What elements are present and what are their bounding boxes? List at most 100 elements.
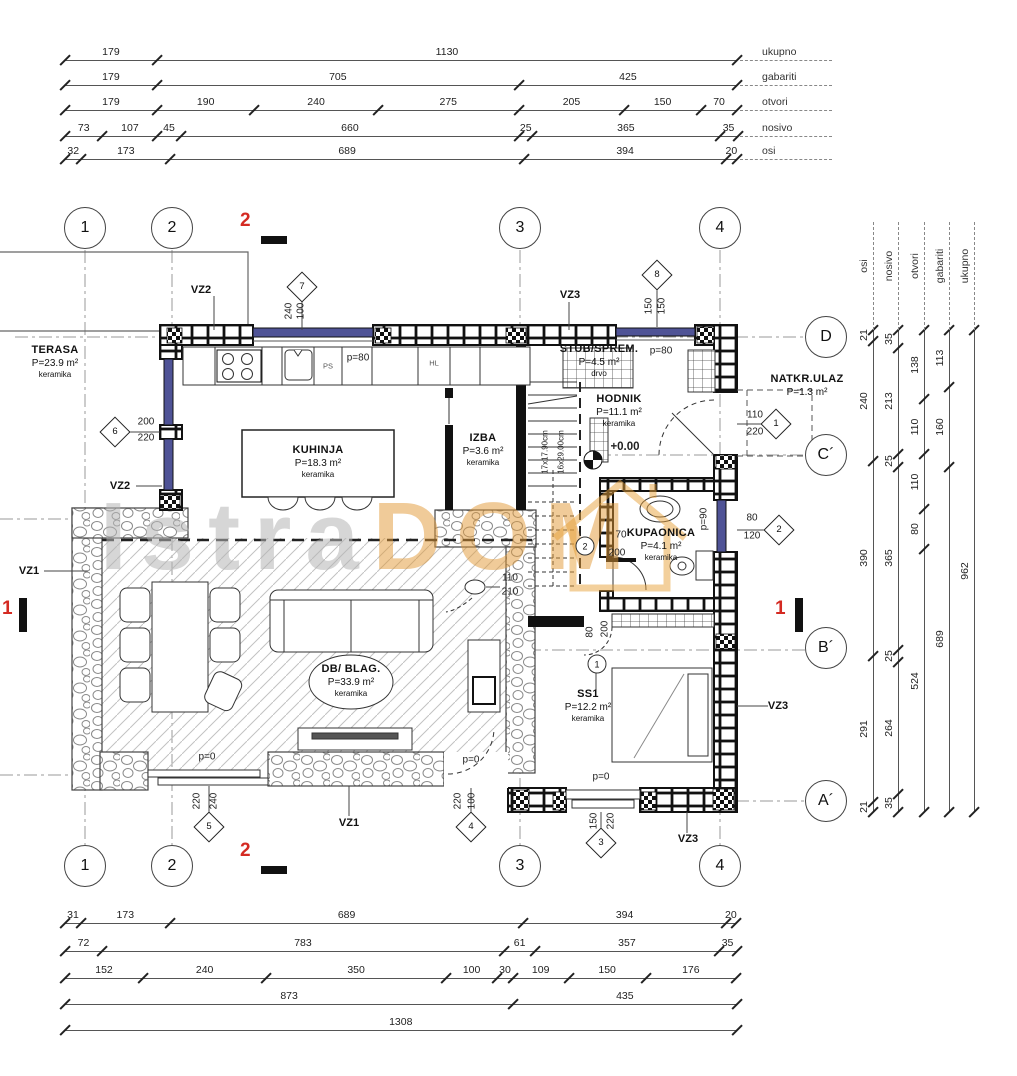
dim-text-p0a: p=0	[198, 751, 216, 763]
dim-right-1-value: 264	[883, 719, 895, 738]
dim-text-st1: 17x17.90cm	[540, 430, 550, 474]
dim-bottom-4-line	[65, 1030, 737, 1032]
dim-top-4-value: 173	[117, 145, 135, 157]
opening-marker-label: 7	[299, 281, 305, 292]
dim-top-1-value: 425	[619, 71, 637, 83]
room-floor: drvo	[591, 369, 607, 379]
dim-right-3-value: 689	[934, 630, 946, 649]
room-floor: keramika	[602, 419, 636, 429]
dim-top-2-value: 150	[653, 96, 672, 108]
door-tag-ellipse	[464, 579, 486, 595]
dim-right-1-value: 213	[883, 392, 895, 410]
dim-extension	[873, 222, 874, 330]
dim-chain-label: otvori	[762, 96, 788, 108]
section-marker-2-bottom: 2	[240, 840, 251, 861]
dim-top-3-value: 45	[163, 122, 175, 134]
opening-marker-label: 4	[468, 821, 474, 832]
dim-top-0-value: 179	[102, 46, 120, 58]
dim-right-0-value: 291	[858, 720, 870, 738]
dim-text-d6h: 220	[137, 432, 155, 444]
dim-extension	[949, 222, 950, 330]
dim-right-4-line	[974, 330, 976, 812]
sofa	[269, 589, 434, 653]
room-area: P=3.6 m²	[462, 445, 504, 457]
room-area: P=12.2 m²	[564, 701, 612, 713]
dim-text-p80b: p=80	[649, 345, 673, 357]
dim-right-2-value: 110	[909, 418, 921, 436]
dim-bottom-1-value: 72	[77, 937, 90, 949]
dim-chain-label: gabariti	[762, 71, 797, 83]
opening-marker-label: 3	[598, 837, 604, 848]
room-label-ellipse	[308, 654, 394, 710]
section-bar	[261, 866, 287, 874]
wall-tag-vz3: VZ3	[559, 289, 581, 301]
dim-right-0-value: 240	[858, 391, 870, 410]
dim-text-ss80: 80	[584, 626, 596, 638]
wall-tag-vz2: VZ2	[190, 284, 212, 296]
dim-text-dbw: 110	[502, 572, 518, 584]
dim-bottom-0-line	[65, 923, 736, 925]
dim-top-4-value: 20	[725, 145, 738, 157]
room-area: P=1.3 m²	[786, 386, 828, 398]
door-circle-2: 2	[575, 536, 595, 556]
room-floor: keramika	[301, 470, 335, 480]
windows	[163, 327, 727, 553]
dim-right-3-line	[949, 330, 951, 812]
sliding-doors	[147, 752, 641, 809]
dim-extension	[740, 159, 832, 160]
dim-chain-label: ukupno	[762, 46, 797, 58]
dim-right-1-value: 35	[883, 332, 895, 345]
dim-bottom-0-value: 173	[116, 909, 135, 921]
wall-tag-vz2: VZ2	[109, 480, 131, 492]
dim-chain-label: nosivo	[762, 122, 793, 134]
closets	[562, 347, 716, 628]
opening-marker-label: 2	[776, 524, 782, 535]
grid-circle-bottom-2: 2	[151, 845, 193, 887]
dim-bottom-4-value: 1308	[389, 1016, 413, 1028]
dim-bottom-0-value: 31	[67, 909, 79, 921]
opening-marker-label: 8	[654, 269, 660, 280]
dim-text-d4h: 100	[466, 792, 478, 810]
section-bar	[795, 598, 803, 632]
dim-top-3-value: 107	[121, 122, 139, 134]
dim-text-d3h: 220	[605, 812, 617, 830]
dim-chain-label: ukupno	[959, 248, 971, 284]
dim-text-d2h: 120	[743, 530, 761, 542]
room-area: P=11.1 m²	[596, 406, 642, 418]
dim-bottom-3-line	[65, 1004, 737, 1006]
dim-text-hl: HL	[429, 358, 439, 368]
dim-chain-label: gabariti	[934, 248, 946, 284]
dim-text-p0c: p=0	[592, 771, 610, 783]
interior-walls	[445, 345, 584, 627]
dim-right-0-value: 21	[858, 329, 870, 342]
grid-circle-row-C´: C´	[805, 434, 847, 476]
dim-top-0-value: 1130	[435, 46, 459, 58]
grid-circle-bottom-4: 4	[699, 845, 741, 887]
dim-top-2-value: 190	[196, 96, 215, 108]
dim-text-d1w: 110	[747, 409, 763, 421]
dim-bottom-2-value: 100	[462, 964, 481, 976]
tv-bench	[297, 727, 413, 751]
room-area: P=33.9 m²	[327, 676, 375, 688]
dim-right-1-value: 25	[883, 650, 895, 662]
room-name: DB/ BLAG.	[321, 663, 381, 675]
dim-text-p80a: p=80	[346, 352, 370, 364]
dim-top-2-value: 179	[102, 96, 120, 108]
dim-bottom-2-value: 240	[195, 964, 214, 976]
section-marker-1-right: 1	[775, 598, 786, 619]
dim-bottom-1-value: 61	[513, 937, 526, 949]
dim-text-d7h: 100	[295, 302, 307, 320]
dim-chain-label: osi	[858, 259, 870, 273]
dim-right-1-value: 25	[883, 454, 895, 467]
dim-top-3-value: 35	[722, 122, 735, 134]
dim-text-d4w: 220	[452, 792, 464, 810]
dim-extension	[740, 60, 832, 61]
dim-extension	[740, 85, 832, 86]
dim-bottom-2-value: 152	[95, 964, 113, 976]
dim-top-2-value: 275	[439, 96, 458, 108]
dim-text-d8w: 150	[643, 297, 655, 315]
